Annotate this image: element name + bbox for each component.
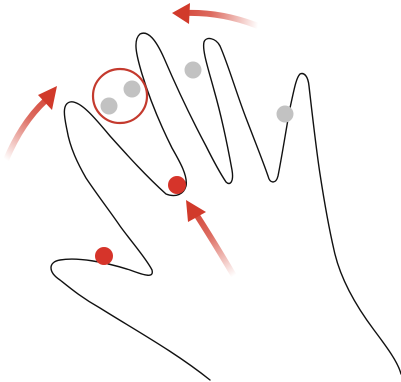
arrow-upper-left-shaft: [3, 97, 49, 162]
hand-outline: [50, 32, 401, 381]
arrow-center-shaft: [193, 212, 237, 278]
arrow-left-top-shaft: [185, 9, 260, 29]
arrow-center-head: [186, 200, 206, 222]
touch-point-index: [168, 176, 186, 194]
touch-point-pinky: [276, 105, 294, 123]
arrow-upper-left: [3, 86, 57, 162]
highlight-ring: [91, 67, 149, 125]
touch-point-middle-2: [123, 80, 141, 98]
arrow-left-top: [172, 3, 260, 29]
touch-point-ring: [184, 61, 202, 79]
touch-point-middle-1: [100, 97, 118, 115]
touch-point-thumb: [95, 247, 113, 265]
arrow-upper-left-head: [38, 86, 57, 110]
arrow-center: [186, 200, 237, 278]
arrow-left-top-head: [172, 3, 190, 24]
